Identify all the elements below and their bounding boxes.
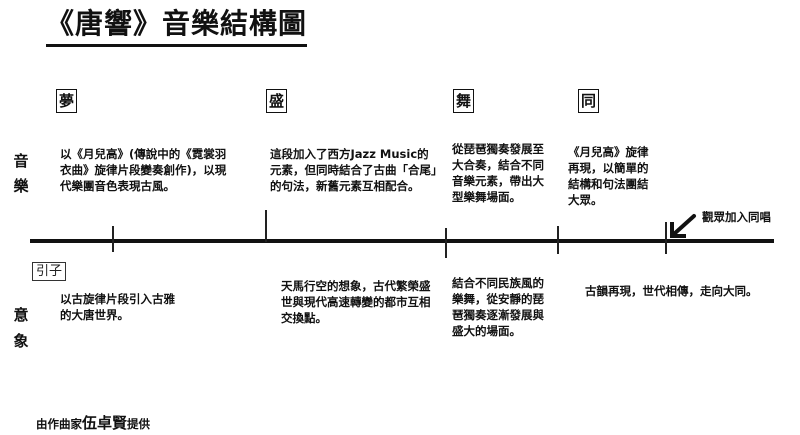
music-text-tong: 《月兒高》旋律再現，以簡單的結構和句法團結大眾。 — [568, 145, 649, 207]
music-text-sheng: 這段加入了西方Jazz Music的元素，但同時結合了古曲「合尾」的句法，新舊元… — [270, 147, 437, 193]
row-label-imagery-2: 象 — [13, 332, 29, 350]
credit-prefix: 由作曲家 — [36, 417, 82, 431]
timeline-tick — [445, 228, 447, 258]
intro-label: 引子 — [32, 262, 67, 281]
row-label-imagery-1: 意 — [13, 306, 29, 324]
timeline-tick — [557, 226, 559, 254]
composer-name: 伍卓賢 — [82, 414, 128, 432]
page-title: 《唐響》音樂結構圖 — [46, 6, 308, 47]
section-label-wu: 舞 — [453, 89, 474, 113]
credit-line: 由作曲家伍卓賢提供 — [36, 412, 150, 433]
timeline-tick — [265, 210, 267, 242]
credit-suffix: 提供 — [127, 417, 151, 431]
row-label-music-1: 音 — [13, 152, 29, 170]
section-label-sheng: 盛 — [266, 89, 287, 113]
arrow-icon — [670, 214, 696, 238]
section-label-tong: 同 — [578, 89, 599, 113]
timeline-tick — [665, 222, 667, 254]
music-text-wu: 從琵琶獨奏發展至大合奏，結合不同音樂元素，帶出大型樂舞場面。 — [452, 142, 544, 204]
timeline-axis — [30, 239, 774, 243]
imagery-text-wu: 結合不同民族風的樂舞，從安靜的琵琶獨奏逐漸發展與盛大的場面。 — [452, 276, 544, 338]
section-label-meng: 夢 — [56, 89, 77, 113]
music-text-meng: 以《月兒高》(傳說中的《霓裳羽衣曲》旋律片段變奏創作)，以現代樂團音色表現古風。 — [60, 147, 227, 193]
imagery-text-tong: 古韻再現，世代相傳，走向大同。 — [585, 284, 758, 298]
row-label-music-2: 樂 — [13, 177, 29, 195]
timeline-tick — [112, 226, 114, 252]
imagery-text-sheng: 天馬行空的想象，古代繁榮盛世與現代高速轉變的都市互相交換點。 — [281, 279, 431, 325]
audience-sing-note: 觀眾加入同唱 — [702, 210, 771, 224]
imagery-text-meng: 以古旋律片段引入古雅的大唐世界。 — [60, 292, 175, 322]
